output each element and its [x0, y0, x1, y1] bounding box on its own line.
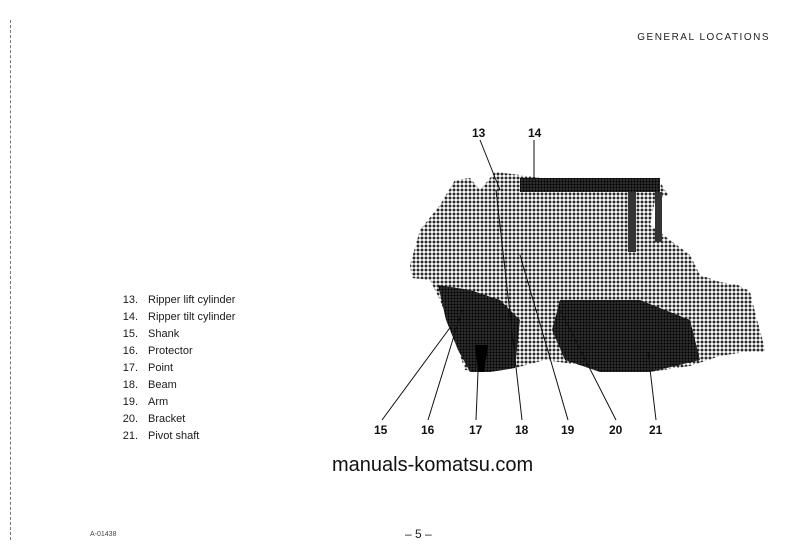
legend-item: 21.Pivot shaft	[108, 428, 235, 445]
callout-16: 16	[421, 423, 435, 437]
legend-label: Arm	[148, 396, 169, 408]
parts-legend: 13.Ripper lift cylinder 14.Ripper tilt c…	[108, 292, 236, 445]
callout-21: 21	[649, 423, 663, 437]
legend-item: 19.Arm	[108, 394, 235, 411]
legend-item: 17.Point	[108, 360, 235, 377]
callout-18: 18	[515, 423, 529, 437]
section-title: GENERAL LOCATIONS	[637, 32, 770, 43]
legend-item: 14.Ripper tilt cylinder	[108, 309, 236, 326]
callout-20: 20	[609, 423, 623, 437]
legend-item: 16.Protector	[108, 343, 235, 360]
legend-item: 15.Shank	[108, 326, 235, 343]
callout-19: 19	[561, 423, 575, 437]
callout-leader-lines	[381, 139, 657, 421]
legend-item: 18.Beam	[108, 377, 235, 394]
legend-label: Pivot shaft	[148, 430, 200, 442]
machine-body	[410, 172, 765, 372]
legend-item: 20.Bracket	[108, 411, 235, 428]
legend-label: Beam	[148, 379, 177, 391]
legend-label: Shank	[148, 328, 180, 340]
document-code: A-01438	[90, 531, 117, 538]
legend-label: Ripper tilt cylinder	[148, 311, 236, 323]
callout-17: 17	[469, 423, 483, 437]
callout-15: 15	[374, 423, 388, 437]
callout-14: 14	[528, 126, 542, 140]
legend-item: 13.Ripper lift cylinder	[108, 292, 236, 309]
binding-edge-marks	[10, 20, 13, 540]
legend-label: Bracket	[148, 413, 186, 425]
legend-label: Ripper lift cylinder	[148, 294, 236, 306]
legend-label: Protector	[148, 345, 193, 357]
callout-13: 13	[472, 126, 486, 140]
page-number: – 5 –	[405, 527, 432, 541]
watermark-link[interactable]: manuals-komatsu.com	[332, 454, 534, 476]
legend-label: Point	[148, 362, 174, 374]
